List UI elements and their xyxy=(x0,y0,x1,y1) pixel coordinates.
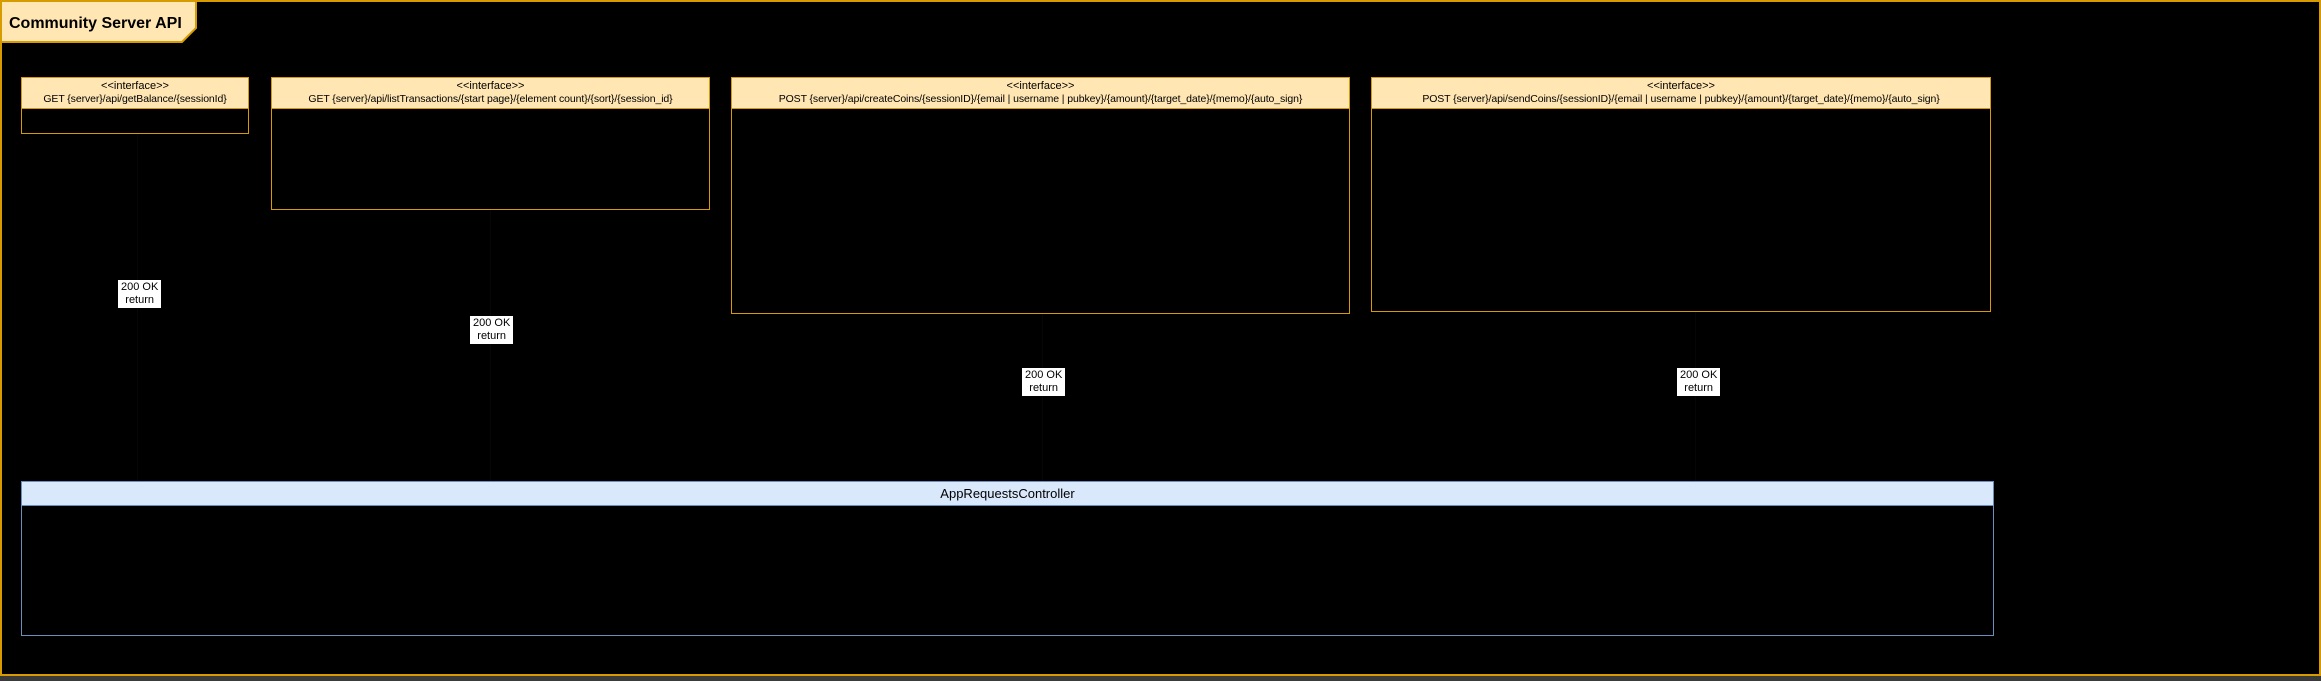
bottom-edge xyxy=(0,676,2321,681)
frame-title: Community Server API xyxy=(9,15,182,32)
edge-label[interactable]: 200 OK return xyxy=(118,280,162,308)
edge-label-action: return xyxy=(1029,382,1059,394)
interface-header: <<interface>> POST {server}/api/sendCoin… xyxy=(1372,78,1990,109)
frame-title-tab[interactable]: Community Server API xyxy=(0,0,200,44)
interface-stereotype: <<interface>> xyxy=(101,80,169,92)
interface-stereotype: <<interface>> xyxy=(1647,80,1715,92)
interface-signature: POST {server}/api/createCoins/{sessionID… xyxy=(778,93,1303,105)
interface-stereotype: <<interface>> xyxy=(456,80,525,92)
interface-box-send-coins[interactable]: <<interface>> POST {server}/api/sendCoin… xyxy=(1371,77,1991,312)
edge-label[interactable]: 200 OK return xyxy=(1022,368,1066,396)
controller-title: AppRequestsController xyxy=(22,482,1993,506)
connector-line-send-coins xyxy=(1695,312,1696,481)
interface-box-create-coins[interactable]: <<interface>> POST {server}/api/createCo… xyxy=(731,77,1350,314)
edge-label-status: 200 OK xyxy=(473,317,511,329)
edge-label-action: return xyxy=(125,294,155,306)
frame-tab-shape xyxy=(0,0,197,43)
interface-signature: GET {server}/api/getBalance/{sessionId} xyxy=(43,93,227,105)
interface-box-get-balance[interactable]: <<interface>> GET {server}/api/getBalanc… xyxy=(21,77,249,134)
interface-header: <<interface>> GET {server}/api/getBalanc… xyxy=(22,78,248,109)
connector-line-list-transactions xyxy=(490,210,491,481)
interface-stereotype: <<interface>> xyxy=(1006,80,1075,92)
edge-label-status: 200 OK xyxy=(1025,369,1063,381)
edge-label[interactable]: 200 OK return xyxy=(1677,368,1721,396)
controller-body xyxy=(22,506,1993,635)
interface-signature: POST {server}/api/sendCoins/{sessionID}/… xyxy=(1422,93,1940,105)
interface-signature: GET {server}/api/listTransactions/{start… xyxy=(308,93,673,105)
interface-header: <<interface>> GET {server}/api/listTrans… xyxy=(272,78,709,109)
edge-label-action: return xyxy=(477,330,507,342)
interface-box-list-transactions[interactable]: <<interface>> GET {server}/api/listTrans… xyxy=(271,77,710,210)
connector-line-create-coins xyxy=(1042,314,1043,481)
edge-label-status: 200 OK xyxy=(1680,369,1718,381)
interface-header: <<interface>> POST {server}/api/createCo… xyxy=(732,78,1349,109)
edge-label-action: return xyxy=(1684,382,1714,394)
edge-label-status: 200 OK xyxy=(121,281,159,293)
controller-box-app-requests[interactable]: AppRequestsController xyxy=(21,481,1994,636)
edge-label[interactable]: 200 OK return xyxy=(470,316,514,344)
